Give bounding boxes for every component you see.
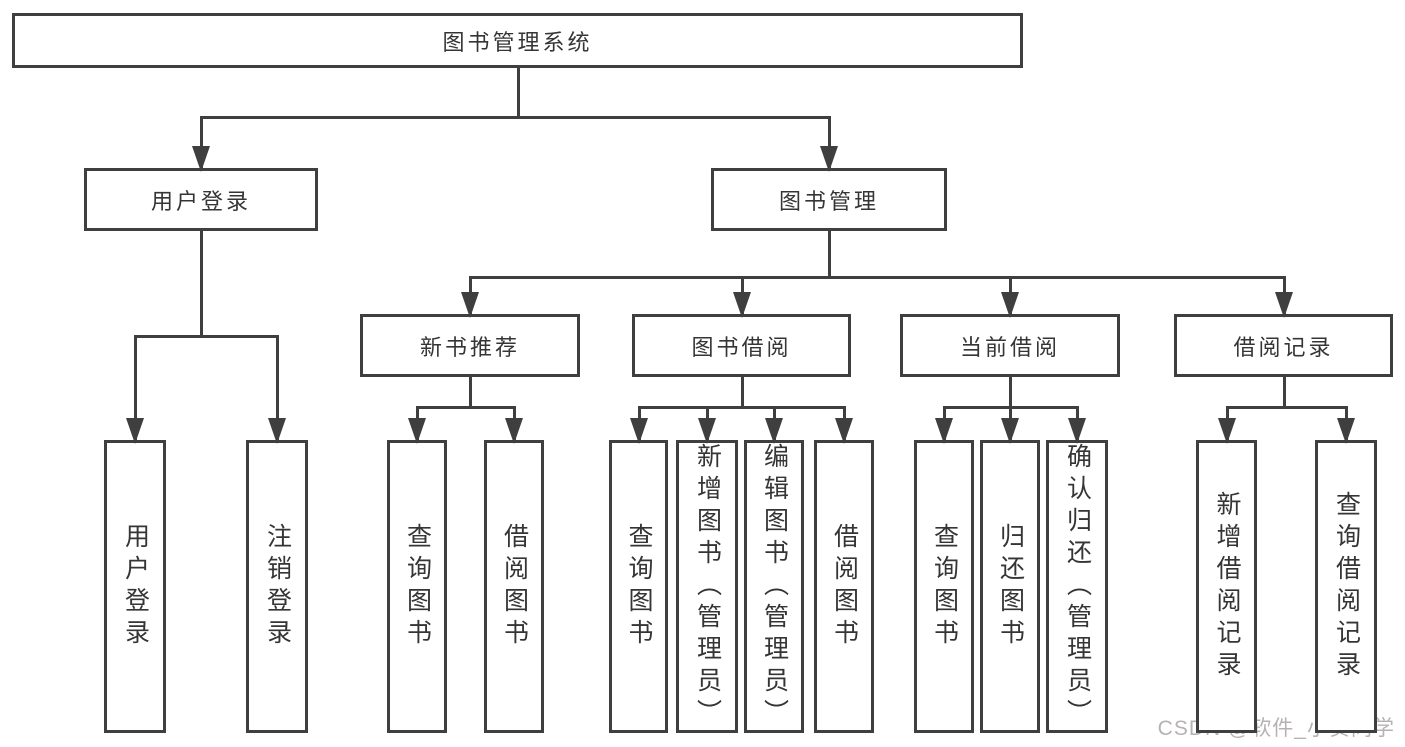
node-label-v-logout: 注销登录 bbox=[263, 522, 292, 651]
arrowhead-icon bbox=[935, 418, 953, 444]
arrowhead-icon bbox=[1275, 292, 1293, 318]
node-label-v-cb-query: 查询图书 bbox=[930, 522, 959, 651]
diagram-node-records: 借阅记录 bbox=[1174, 314, 1393, 377]
arrowhead-icon bbox=[461, 292, 479, 318]
node-label-v-bb-add: 新增图书（管理员） bbox=[693, 443, 722, 731]
connector-line bbox=[416, 406, 516, 409]
node-label-v-nr-query: 查询图书 bbox=[403, 522, 432, 651]
arrowhead-icon bbox=[1337, 418, 1355, 444]
arrowhead-icon bbox=[733, 292, 751, 318]
connector-line bbox=[1283, 377, 1286, 407]
arrowhead-icon bbox=[630, 418, 648, 444]
arrowhead-icon bbox=[268, 418, 286, 444]
arrowhead-icon bbox=[192, 146, 210, 172]
connector-line bbox=[200, 231, 203, 336]
node-label-newrec: 新书推荐 bbox=[419, 334, 520, 360]
connector-line bbox=[517, 68, 520, 117]
diagram-node-v-cb-query: 查询图书 bbox=[914, 440, 974, 733]
arrowhead-icon bbox=[1001, 292, 1019, 318]
connector-line bbox=[1009, 377, 1012, 407]
diagram-node-current: 当前借阅 bbox=[900, 314, 1120, 377]
diagram-node-v-cb-confirm: 确认归还（管理员） bbox=[1046, 440, 1108, 733]
diagram-node-v-bb-edit: 编辑图书（管理员） bbox=[744, 440, 804, 733]
connector-line bbox=[828, 117, 831, 168]
diagram-node-newrec: 新书推荐 bbox=[360, 314, 580, 377]
node-label-v-bb-borrow: 借阅图书 bbox=[830, 522, 859, 651]
arrowhead-icon bbox=[505, 418, 523, 444]
node-label-records: 借阅记录 bbox=[1233, 334, 1334, 360]
connector-line bbox=[741, 377, 744, 407]
connector-line bbox=[276, 336, 279, 440]
arrowhead-icon bbox=[126, 418, 144, 444]
node-label-v-br-add: 新增借阅记录 bbox=[1213, 490, 1241, 683]
diagram-node-bookmgmt: 图书管理 bbox=[711, 168, 947, 231]
node-label-borrow: 图书借阅 bbox=[691, 334, 792, 360]
node-label-v-bb-query: 查询图书 bbox=[625, 522, 653, 651]
node-label-v-br-query: 查询借阅记录 bbox=[1332, 490, 1361, 683]
diagram-node-v-bb-query: 查询图书 bbox=[609, 440, 668, 733]
connector-line bbox=[828, 231, 831, 277]
arrowhead-icon bbox=[408, 418, 426, 444]
diagram-node-root: 图书管理系统 bbox=[12, 13, 1023, 68]
connector-line bbox=[134, 335, 279, 338]
connector-line bbox=[469, 276, 1286, 279]
connector-line bbox=[469, 377, 472, 407]
diagram-node-v-nr-borrow: 借阅图书 bbox=[484, 440, 544, 733]
diagram-node-v-bb-add: 新增图书（管理员） bbox=[676, 440, 738, 733]
connector-line bbox=[200, 116, 831, 119]
diagram-node-v-br-add: 新增借阅记录 bbox=[1196, 440, 1257, 733]
diagram-node-v-cb-return: 归还图书 bbox=[980, 440, 1040, 733]
connector-line bbox=[200, 117, 203, 168]
arrowhead-icon bbox=[1068, 418, 1086, 444]
node-label-login: 用户登录 bbox=[150, 188, 251, 214]
connector-line bbox=[1226, 406, 1348, 409]
arrowhead-icon bbox=[820, 146, 838, 172]
node-label-v-cb-confirm: 确认归还（管理员） bbox=[1063, 443, 1092, 731]
connector-line bbox=[638, 406, 846, 409]
diagram-node-v-nr-query: 查询图书 bbox=[387, 440, 447, 733]
node-label-current: 当前借阅 bbox=[959, 334, 1060, 360]
node-label-v-nr-borrow: 借阅图书 bbox=[500, 522, 529, 651]
arrowhead-icon bbox=[1001, 418, 1019, 444]
arrowhead-icon bbox=[1218, 418, 1236, 444]
diagram-node-borrow: 图书借阅 bbox=[632, 314, 851, 377]
node-label-root: 图书管理系统 bbox=[442, 29, 593, 55]
diagram-node-v-bb-borrow: 借阅图书 bbox=[814, 440, 874, 733]
diagram-node-v-logout: 注销登录 bbox=[246, 440, 308, 733]
diagram-node-v-br-query: 查询借阅记录 bbox=[1315, 440, 1377, 733]
node-label-v-user-login: 用户登录 bbox=[121, 522, 150, 651]
diagram-node-v-user-login: 用户登录 bbox=[104, 440, 166, 733]
node-label-v-cb-return: 归还图书 bbox=[996, 522, 1025, 651]
node-label-bookmgmt: 图书管理 bbox=[778, 188, 879, 214]
diagram-node-login: 用户登录 bbox=[84, 168, 318, 231]
arrowhead-icon bbox=[835, 418, 853, 444]
node-label-v-bb-edit: 编辑图书（管理员） bbox=[760, 443, 789, 731]
arrowhead-icon bbox=[765, 418, 783, 444]
connector-line bbox=[134, 336, 137, 440]
arrowhead-icon bbox=[698, 418, 716, 444]
